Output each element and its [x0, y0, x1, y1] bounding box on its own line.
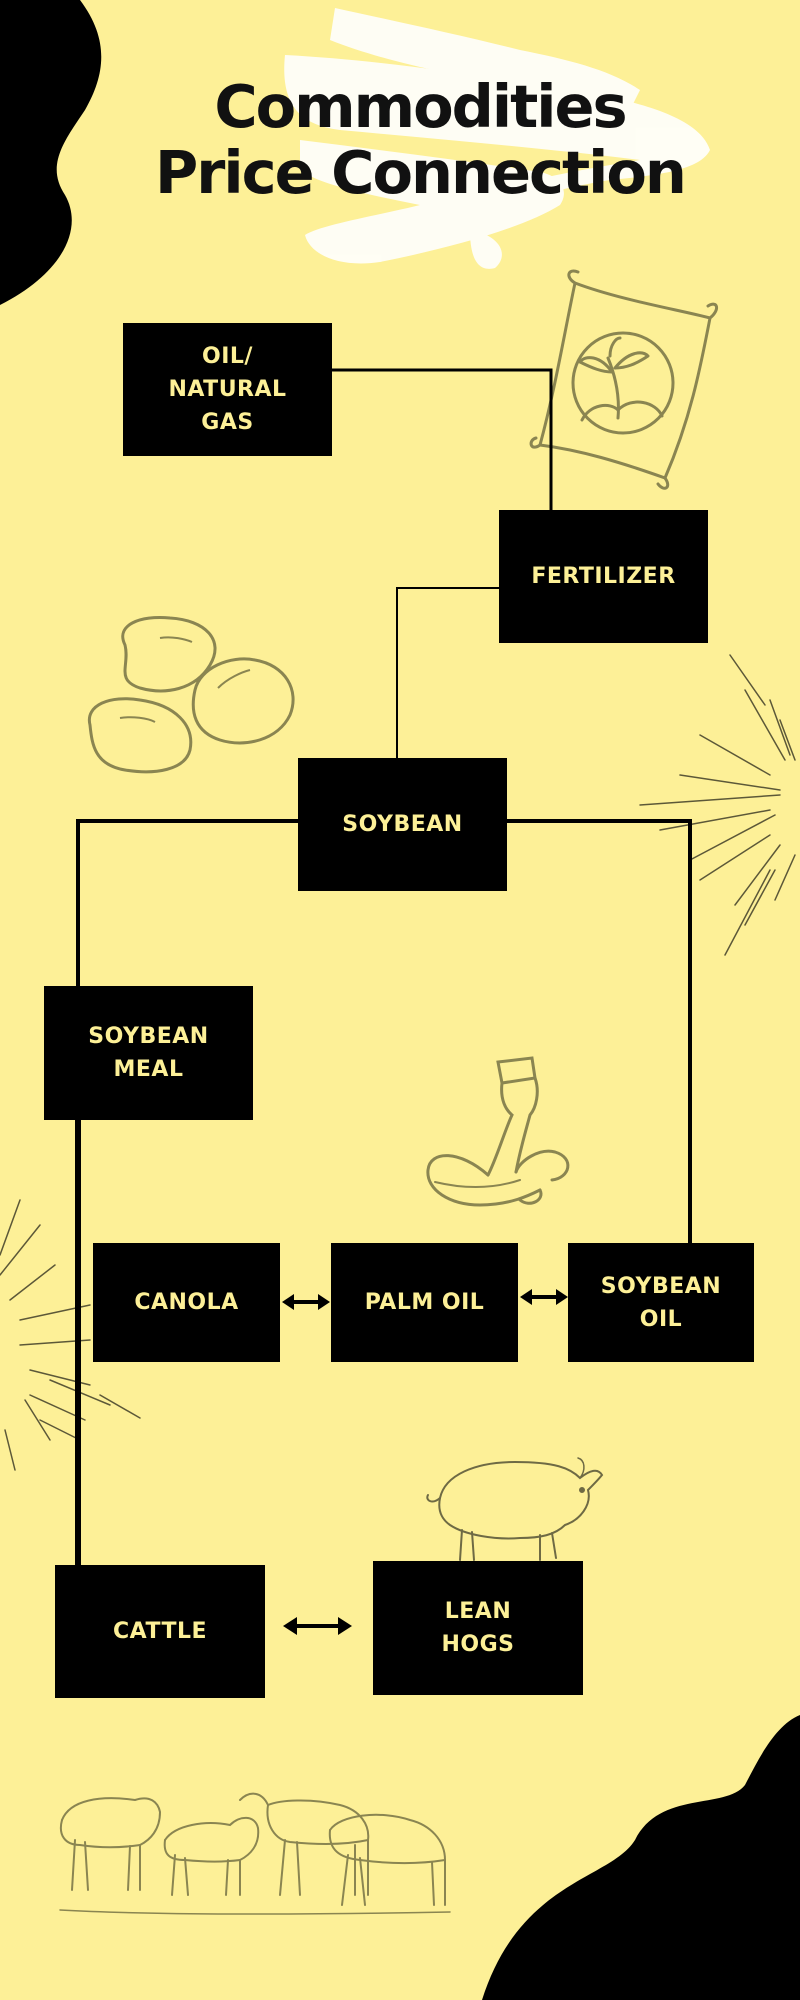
- node-lean-hogs: LEAN HOGS: [373, 1561, 583, 1695]
- pig-icon: [426, 1457, 604, 1561]
- node-palm-oil: PALM OIL: [331, 1243, 518, 1362]
- double-arrow-palm-soybeanoil: [520, 1289, 568, 1305]
- page-title: Commodities Price Connection: [100, 74, 740, 206]
- connector-soybean-oil: [505, 819, 692, 1244]
- node-fertilizer: FERTILIZER: [499, 510, 708, 643]
- node-soybean-oil: SOYBEAN OIL: [568, 1243, 754, 1362]
- bottom-right-blob: [482, 1715, 800, 2000]
- beans-icon: [87, 615, 295, 774]
- node-soybean: SOYBEAN: [298, 758, 507, 891]
- node-canola: CANOLA: [93, 1243, 280, 1362]
- node-soybean-meal: SOYBEAN MEAL: [44, 986, 253, 1120]
- connector-fertilizer-soybean: [396, 587, 500, 759]
- title-line-2: Price Connection: [155, 138, 687, 207]
- brush-stroke: [284, 8, 710, 269]
- title-line-1: Commodities: [214, 72, 627, 141]
- oil-bottle-icon: [426, 1056, 570, 1207]
- double-arrow-canola-palm: [282, 1294, 330, 1310]
- connector-oil-fertilizer: [330, 368, 553, 512]
- node-oil-natural-gas: OIL/ NATURAL GAS: [123, 323, 332, 456]
- node-cattle: CATTLE: [55, 1565, 265, 1698]
- top-left-blob: [0, 0, 102, 305]
- connector-soybean-meal: [76, 819, 300, 988]
- cows-icon: [59, 1792, 451, 1915]
- fertilizer-bag-icon: [529, 269, 718, 490]
- sunburst-icon: [0, 654, 796, 1471]
- double-arrow-cattle-hogs: [283, 1617, 352, 1635]
